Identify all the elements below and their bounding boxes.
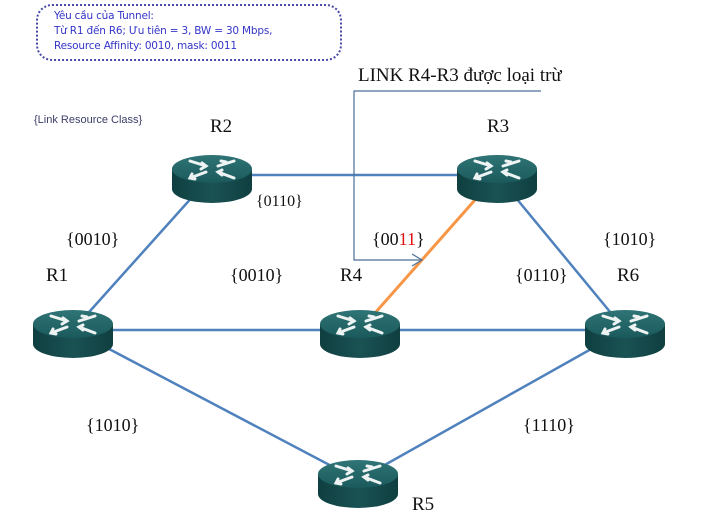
- link-class-r4-r3-suffix: }: [415, 229, 425, 249]
- link-class-r4-r3-highlight: 11: [398, 229, 416, 249]
- router-icon-r1: [31, 308, 115, 360]
- link-class-r4-r3-prefix: {00: [372, 229, 399, 249]
- callout-arrowhead: [411, 253, 424, 267]
- link-class-r1-r5: {1010}: [86, 415, 140, 435]
- link-r5-r6: [357, 328, 626, 482]
- link-class-r1-r2: {0010}: [66, 229, 120, 249]
- link-class-r2-r3: {0110}: [256, 193, 303, 210]
- router-icon-r3: [455, 153, 539, 205]
- callout-connector: [353, 90, 541, 261]
- router-icon-r6: [583, 308, 667, 360]
- link-class-r5-r6: {1110}: [523, 415, 575, 435]
- link-r1-r5: [72, 328, 359, 482]
- router-icon-r5: [316, 458, 400, 510]
- router-label-r1: R1: [46, 265, 69, 286]
- router-icon-r2: [170, 153, 254, 205]
- tunnel-request-affinity: Resource Affinity: 0010, mask: 0011: [54, 40, 237, 52]
- router-label-r6: R6: [617, 265, 640, 286]
- routers-layer: [31, 153, 667, 510]
- link-r4-r3: [358, 174, 499, 331]
- link-resource-class-label: {Link Resource Class}: [34, 114, 143, 126]
- tunnel-request-path: Từ R1 đến R6; Ưu tiên = 3, BW = 30 Mbps,: [54, 25, 273, 37]
- callout-text: LINK R4-R3 được loại trừ: [358, 65, 562, 86]
- tunnel-request-box: Yêu cầu của Tunnel: Từ R1 đến R6; Ưu tiê…: [36, 4, 342, 61]
- link-class-r4-r6: {1010}: [603, 229, 657, 249]
- router-label-r3: R3: [487, 116, 510, 137]
- tunnel-request-title: Yêu cầu của Tunnel:: [54, 10, 154, 22]
- router-icon-r4: [318, 308, 402, 360]
- link-r1-r2: [72, 174, 213, 331]
- router-label-r5: R5: [412, 494, 435, 515]
- router-label-r4: R4: [340, 265, 363, 286]
- link-class-r3-r6: {0110}: [515, 265, 568, 285]
- link-class-r1-r4: {0010}: [230, 265, 284, 285]
- router-label-r2: R2: [210, 116, 233, 137]
- link-class-r4-r3: {0011}: [372, 230, 425, 248]
